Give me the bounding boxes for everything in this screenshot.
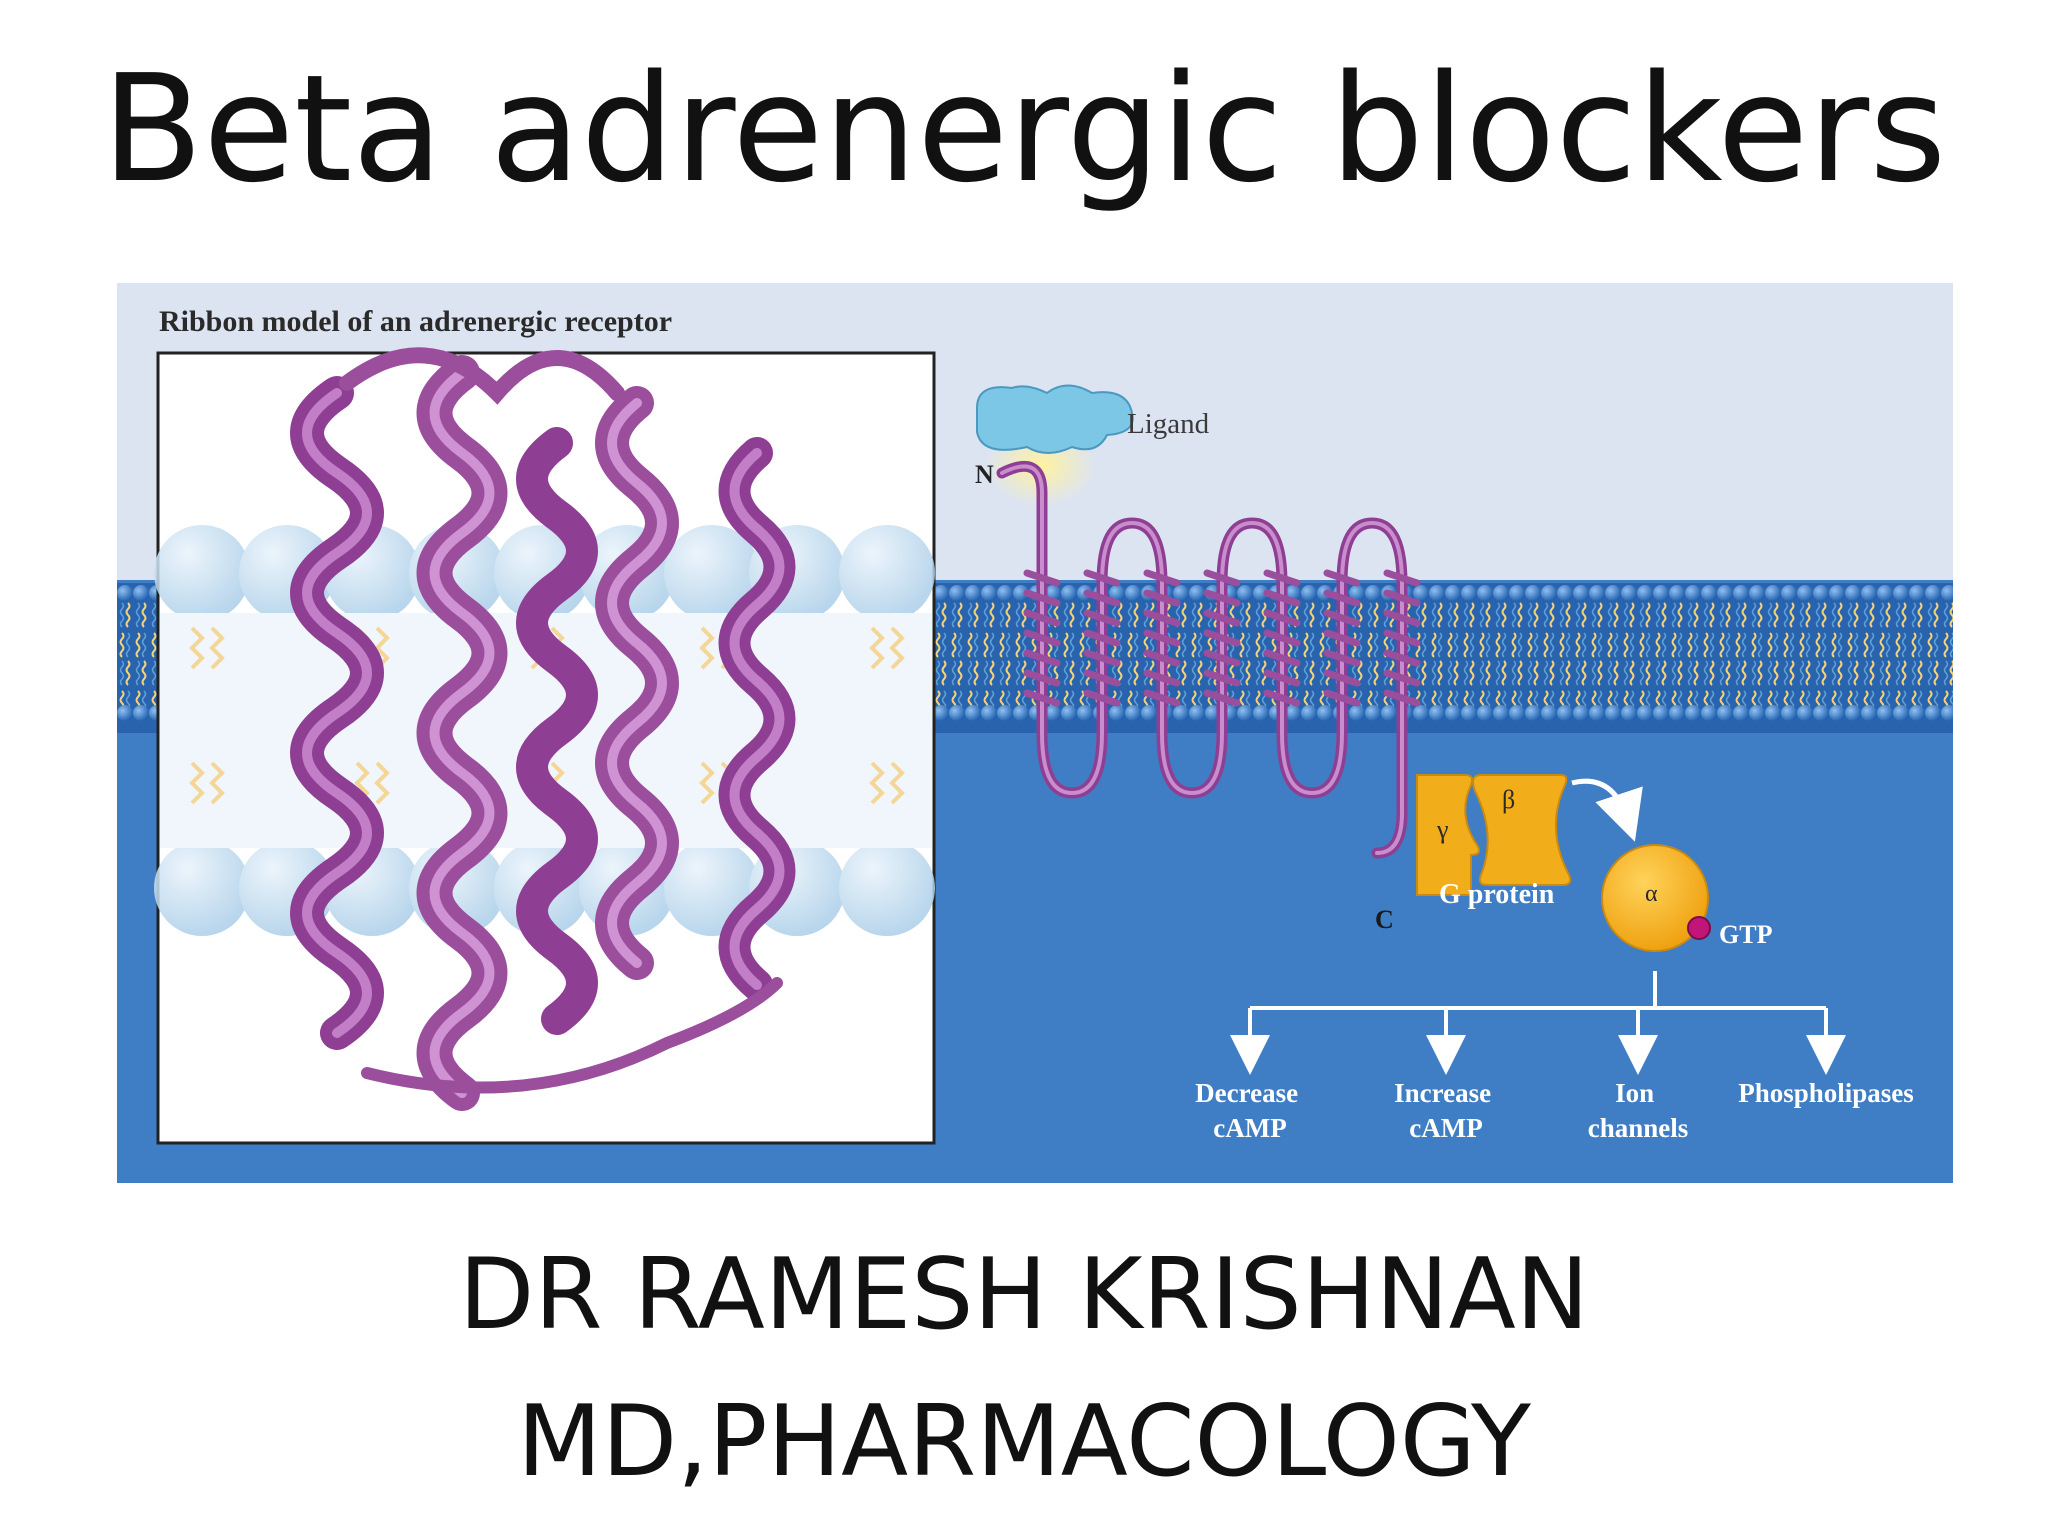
transmembrane-receptor: [996, 460, 1421, 859]
g-protein-label: G protein: [1439, 879, 1555, 910]
author-name: DR RAMESH KRISHNAN: [458, 1238, 1590, 1352]
alpha-label: α: [1645, 881, 1658, 907]
receptor-figure: Ribbon model of an adrenergic receptor: [117, 283, 1953, 1183]
ribbon-model-inset: [154, 347, 936, 1145]
activation-arrow: [1571, 778, 1643, 842]
slide-title: Beta adrenergic blockers: [101, 43, 1947, 215]
effector-decrease-camp: Decrease cAMP: [1195, 1078, 1305, 1143]
n-terminus-label: N: [975, 460, 994, 489]
c-terminus-label: C: [1375, 905, 1394, 934]
effector-phospholipases: Phospholipases: [1738, 1078, 1914, 1108]
effector-ion-channels: Ion channels: [1588, 1078, 1689, 1143]
ligand-shape: [976, 384, 1134, 506]
effector-labels: Decrease cAMP Increase cAMP Ion channels…: [1195, 1078, 1914, 1143]
ligand-label: Ligand: [1127, 408, 1210, 440]
beta-label: β: [1502, 785, 1515, 814]
gamma-label: γ: [1436, 815, 1449, 844]
author-degree: MD,PHARMACOLOGY: [517, 1385, 1531, 1499]
alpha-subunit: [1601, 844, 1711, 952]
effector-tree: [1230, 971, 1846, 1075]
g-protein-subunits: [1416, 774, 1572, 896]
gtp-label: GTP: [1719, 920, 1773, 949]
figure-caption: Ribbon model of an adrenergic receptor: [159, 305, 672, 338]
receptor-helices: [290, 347, 796, 1111]
effector-increase-camp: Increase cAMP: [1394, 1078, 1498, 1143]
